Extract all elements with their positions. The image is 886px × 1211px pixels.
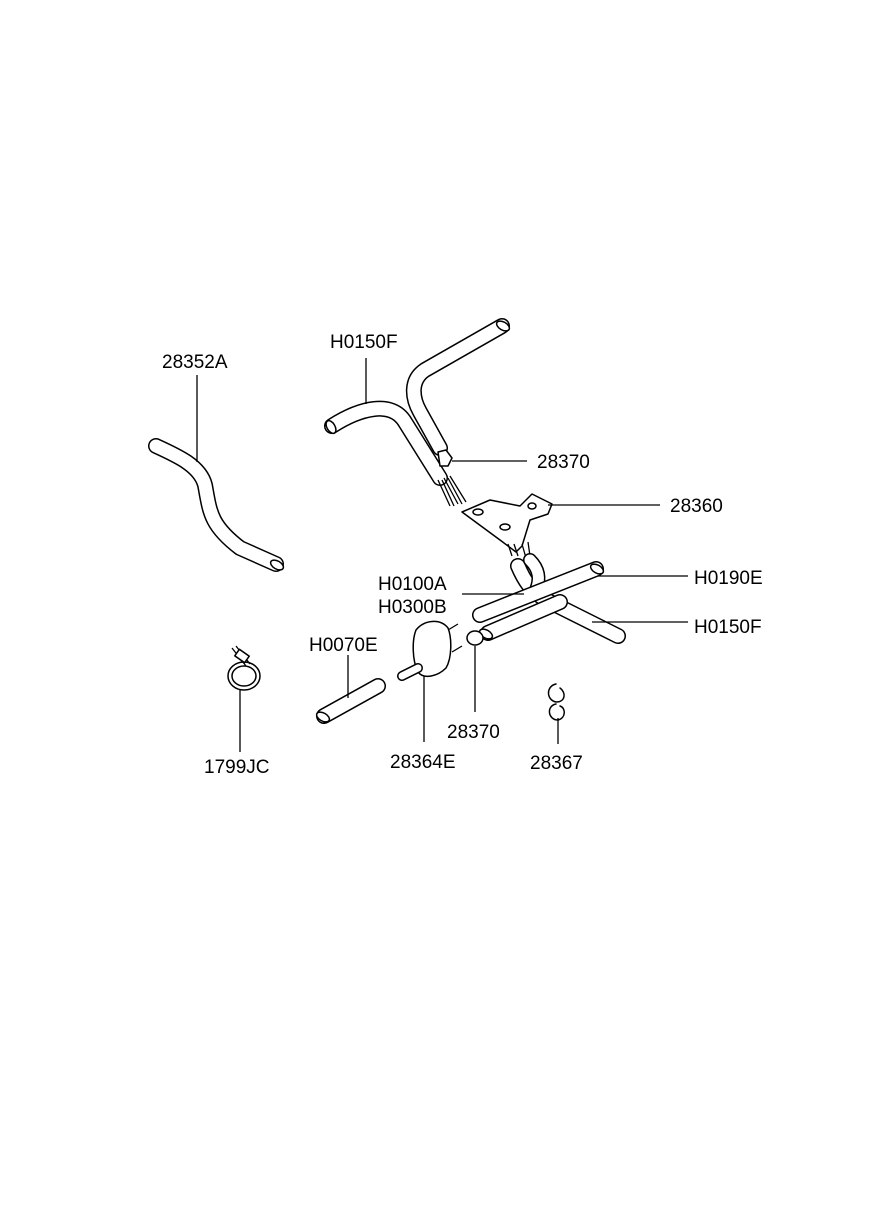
label-H0190E: H0190E (694, 568, 763, 589)
bracket-28360[interactable] (461, 493, 553, 559)
label-28360: 28360 (670, 496, 723, 517)
hose-28352A[interactable] (148, 438, 285, 572)
bracket-tubes (437, 475, 467, 507)
label-1799JC: 1799JC (204, 757, 270, 778)
label-28364E: 28364E (390, 752, 456, 773)
pipe-H0070E[interactable] (315, 678, 386, 724)
label-28370-top: 28370 (537, 452, 590, 473)
label-H0070E: H0070E (309, 635, 378, 656)
clip-28367[interactable] (547, 683, 565, 721)
label-H0100A: H0100A (378, 574, 447, 595)
label-28352A: 28352A (162, 352, 228, 373)
label-28367: 28367 (530, 753, 583, 774)
filter-28364E[interactable] (397, 620, 463, 681)
label-H0300B: H0300B (378, 597, 447, 618)
leader-lines (196, 358, 688, 752)
pipe-H0190E[interactable] (472, 561, 605, 623)
label-H0150F-bottom: H0150F (694, 617, 762, 638)
cap-28370-bottom[interactable] (466, 630, 484, 646)
cap-28370-top[interactable] (437, 449, 453, 467)
label-28370-bottom: 28370 (447, 722, 500, 743)
label-H0150F-top: H0150F (330, 332, 398, 353)
hose-H0150F-top[interactable] (324, 400, 448, 486)
pipe-upper[interactable] (405, 318, 511, 456)
clamp-1799JC[interactable] (227, 645, 261, 691)
